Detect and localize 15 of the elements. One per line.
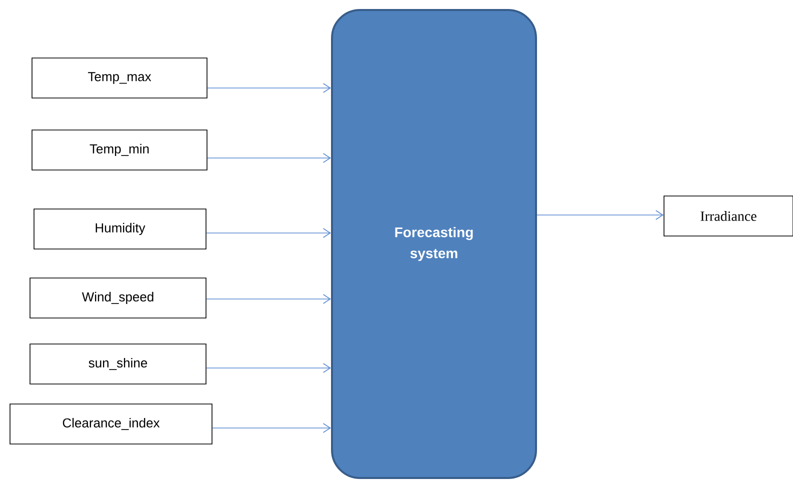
system-box: Forecasting system xyxy=(331,9,537,479)
arrow xyxy=(207,153,331,163)
input-box: Clearance_index xyxy=(10,404,212,444)
input-box: Humidity xyxy=(34,208,206,250)
input-box: Temp_max xyxy=(32,58,208,98)
output-box: Irradiance xyxy=(664,196,793,236)
arrow xyxy=(207,83,331,93)
arrow xyxy=(206,363,331,373)
input-box: sun_shine xyxy=(30,344,206,384)
input-box: Temp_min xyxy=(32,130,208,170)
arrow xyxy=(206,294,331,304)
arrow xyxy=(536,210,664,220)
arrow xyxy=(206,228,331,238)
input-box: Wind_speed xyxy=(30,278,206,318)
arrow xyxy=(212,423,331,433)
